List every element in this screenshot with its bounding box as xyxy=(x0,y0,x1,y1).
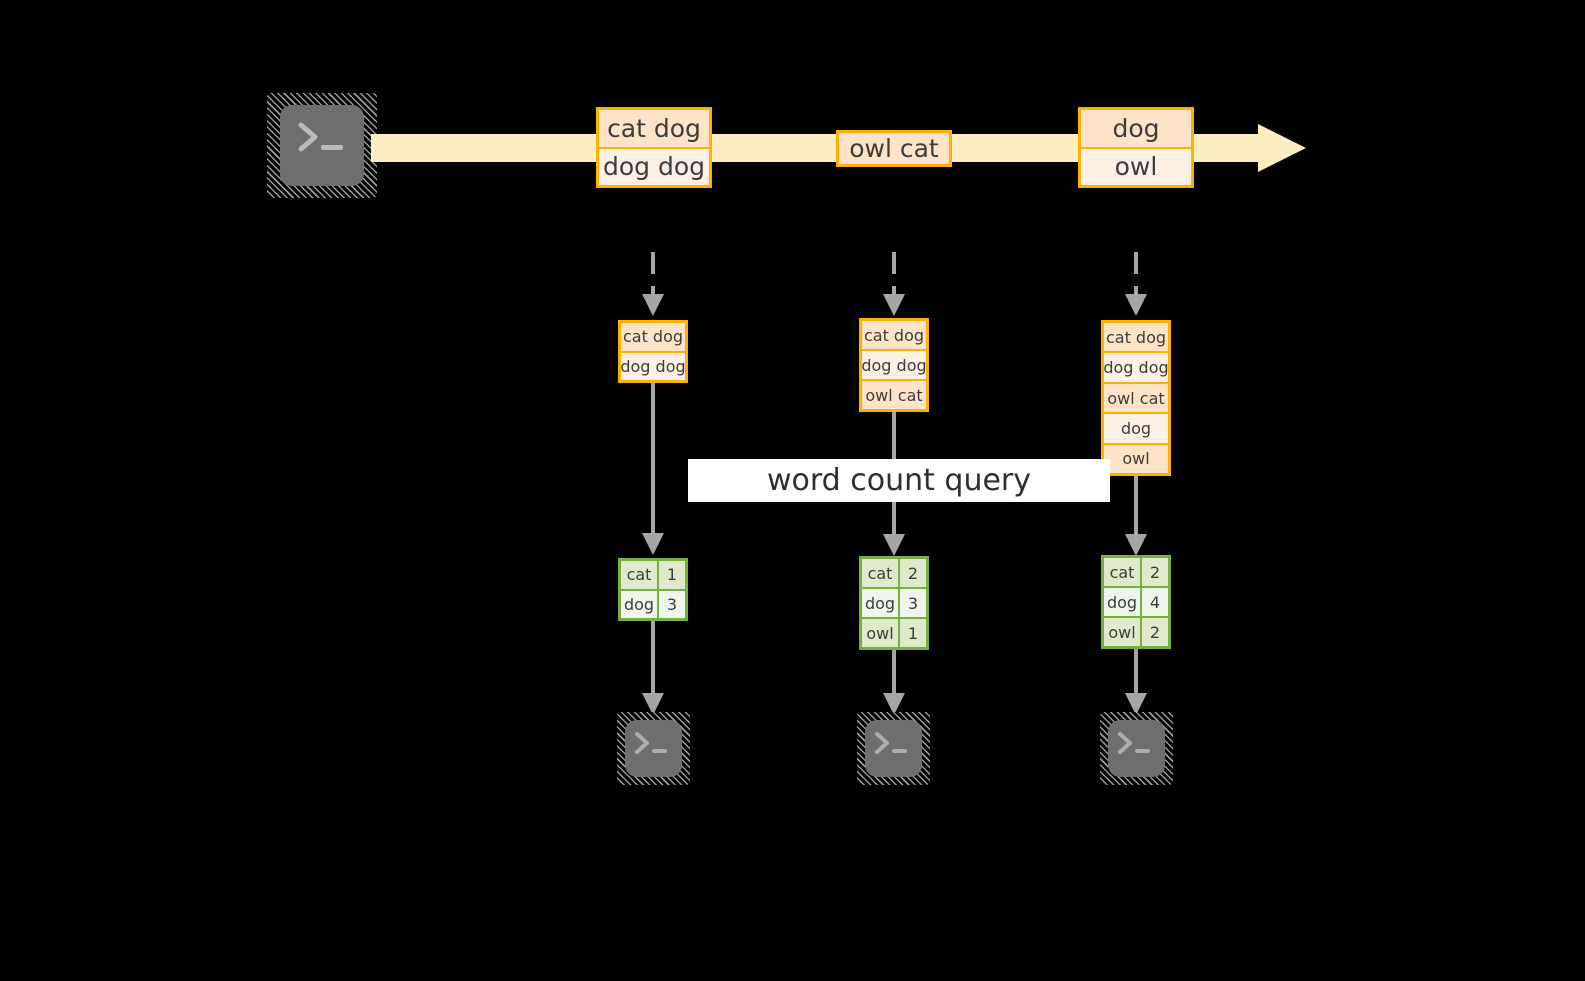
stream-group-3: dog owl xyxy=(1078,107,1194,188)
input-line: owl cat xyxy=(1104,381,1168,413)
column-3-stream-connector xyxy=(1125,252,1147,316)
result-count: 3 xyxy=(907,593,919,613)
terminal-prompt-glyph xyxy=(875,732,907,754)
result-row: dog 3 xyxy=(621,588,685,618)
terminal-body xyxy=(625,720,682,777)
result-row: owl 2 xyxy=(1104,616,1168,646)
result-word: cat xyxy=(621,561,659,589)
result-count: 4 xyxy=(1149,592,1161,612)
column-3-sink-connector xyxy=(1125,649,1147,715)
result-row: dog 3 xyxy=(862,587,926,617)
column-1-query-connector xyxy=(642,383,664,555)
result-count: 1 xyxy=(666,565,678,585)
result-count: 2 xyxy=(907,563,919,583)
terminal-body xyxy=(1108,720,1165,777)
input-line: dog xyxy=(1104,412,1168,443)
source-terminal-icon xyxy=(267,93,377,198)
input-line: dog dog xyxy=(861,349,927,379)
stream-event-line: dog xyxy=(1081,110,1191,147)
column-3-sink-terminal-icon xyxy=(1100,712,1173,785)
result-count: 2 xyxy=(1149,562,1161,582)
column-3-input-table: cat dog dog dog owl cat dog owl xyxy=(1101,320,1171,476)
result-row: dog 4 xyxy=(1104,586,1168,616)
terminal-body xyxy=(865,720,922,777)
stream-event-line: cat dog xyxy=(599,110,709,147)
column-1-sink-connector xyxy=(642,621,664,715)
result-row: cat 2 xyxy=(862,559,926,587)
column-1-result-table: cat 1 dog 3 xyxy=(618,558,688,621)
terminal-prompt-glyph xyxy=(298,122,343,152)
stream-group-1: cat dog dog dog xyxy=(596,107,712,188)
result-word: cat xyxy=(1104,558,1142,586)
terminal-prompt-glyph xyxy=(1118,732,1150,754)
result-row: cat 1 xyxy=(621,561,685,589)
input-line: owl xyxy=(1104,442,1168,474)
column-2-input-table: cat dog dog dog owl cat xyxy=(859,318,929,412)
column-2-sink-connector xyxy=(883,650,905,715)
column-2-result-table: cat 2 dog 3 owl 1 xyxy=(859,556,929,650)
column-3-query-connector xyxy=(1125,476,1147,556)
result-word: dog xyxy=(621,590,659,618)
input-line: owl cat xyxy=(862,379,926,409)
input-line: cat dog xyxy=(1104,323,1168,352)
column-3-result-table: cat 2 dog 4 owl 2 xyxy=(1101,555,1171,649)
input-line: cat dog xyxy=(862,321,926,349)
column-2-sink-terminal-icon xyxy=(857,712,930,785)
result-word: owl xyxy=(862,619,900,647)
result-count: 2 xyxy=(1149,622,1161,642)
input-line: dog dog xyxy=(1103,351,1169,382)
stream-group-2: owl cat xyxy=(836,130,952,167)
stream-arrowhead xyxy=(1258,124,1306,172)
result-row: owl 1 xyxy=(862,617,926,647)
result-count: 3 xyxy=(666,594,678,614)
stream-event-line: owl xyxy=(1081,146,1191,185)
stream-event-line: owl cat xyxy=(839,133,949,164)
result-word: owl xyxy=(1104,618,1142,646)
input-line: dog dog xyxy=(620,350,686,380)
terminal-prompt-glyph xyxy=(635,732,667,754)
column-1-stream-connector xyxy=(642,252,664,316)
result-row: cat 2 xyxy=(1104,558,1168,586)
stream-event-line: dog dog xyxy=(599,146,709,185)
column-1-input-table: cat dog dog dog xyxy=(618,320,688,383)
column-2-stream-connector xyxy=(883,252,905,316)
result-word: cat xyxy=(862,559,900,587)
result-word: dog xyxy=(1104,588,1142,616)
column-1-sink-terminal-icon xyxy=(617,712,690,785)
input-line: cat dog xyxy=(621,323,685,351)
query-label: word count query xyxy=(688,459,1110,502)
result-count: 1 xyxy=(907,623,919,643)
result-word: dog xyxy=(862,589,900,617)
